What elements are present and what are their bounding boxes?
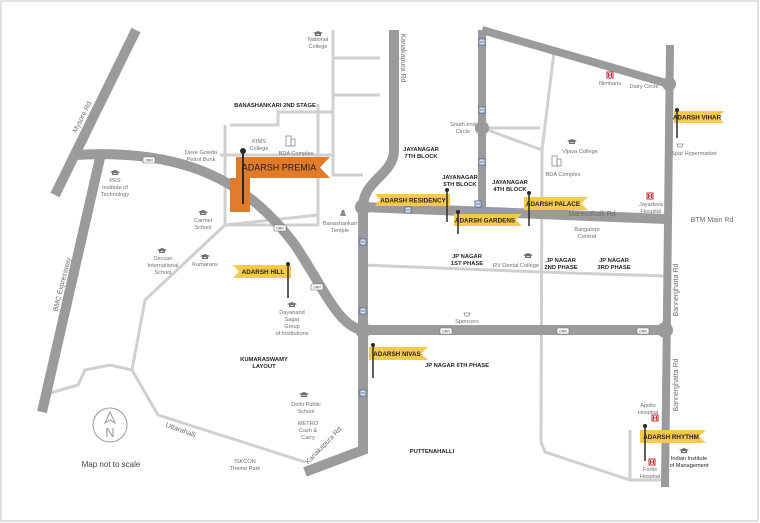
svg-text:BANASHANKARI 2ND STAGE: BANASHANKARI 2ND STAGE bbox=[234, 103, 316, 109]
landmark-icons bbox=[110, 31, 689, 466]
svg-text:BDA Complex: BDA Complex bbox=[546, 172, 581, 178]
svg-text:M: M bbox=[480, 108, 484, 113]
outer-ring-road bbox=[74, 149, 665, 335]
svg-text:JP NAGAR 6TH PHASE: JP NAGAR 6TH PHASE bbox=[425, 363, 489, 369]
svg-text:Dairy Circle: Dairy Circle bbox=[630, 84, 659, 90]
svg-text:M: M bbox=[480, 160, 484, 165]
road-label-bannerghatta: Bannerghatta Rd bbox=[673, 263, 680, 316]
svg-text:ADARSH GARDENS: ADARSH GARDENS bbox=[455, 218, 515, 225]
svg-text:RV Dental College: RV Dental College bbox=[493, 263, 539, 269]
road-label-kanakapura: Kanakapura Rd bbox=[399, 34, 406, 83]
bmc-expressway bbox=[37, 156, 105, 414]
bannerghatta-road bbox=[661, 44, 674, 488]
scale-note: Map not to scale bbox=[82, 460, 141, 469]
svg-text:M: M bbox=[480, 40, 484, 45]
svg-text:BDA Complex: BDA Complex bbox=[279, 151, 314, 157]
road-label-btm: BTM Main Rd bbox=[691, 217, 734, 224]
svg-text:ADARSH RHYTHM: ADARSH RHYTHM bbox=[643, 434, 699, 441]
svg-text:ORR: ORR bbox=[442, 329, 450, 333]
svg-text:M: M bbox=[361, 391, 365, 396]
svg-text:ADARSH VIHAR: ADARSH VIHAR bbox=[673, 115, 722, 122]
svg-text:Nimhans: Nimhans bbox=[599, 81, 621, 87]
svg-text:ORR: ORR bbox=[639, 329, 647, 333]
svg-text:ORR: ORR bbox=[313, 285, 321, 289]
svg-text:ADARSH NIVAS: ADARSH NIVAS bbox=[373, 351, 420, 358]
temple-icon bbox=[340, 210, 346, 216]
svg-text:Kumarans: Kumarans bbox=[192, 262, 218, 268]
svg-text:Vijaya College: Vijaya College bbox=[562, 149, 598, 155]
svg-text:ADARSH PALACE: ADARSH PALACE bbox=[526, 201, 580, 208]
flag-adarsh-premia[interactable]: ADARSH PREMIA bbox=[230, 148, 330, 212]
flag-adarsh-gardens[interactable]: ADARSH GARDENS bbox=[454, 210, 522, 234]
flag-adarsh-vihar[interactable]: ADARSH VIHAR bbox=[673, 108, 724, 138]
svg-text:Spar Hypermarket: Spar Hypermarket bbox=[671, 151, 717, 157]
svg-text:ORR: ORR bbox=[276, 226, 284, 230]
svg-text:ORR: ORR bbox=[145, 158, 153, 162]
mysore-road bbox=[50, 27, 141, 198]
svg-text:M: M bbox=[476, 202, 480, 207]
svg-text:ADARSH RESIDENCY: ADARSH RESIDENCY bbox=[380, 198, 446, 205]
svg-text:M: M bbox=[406, 208, 410, 213]
road-label-marenahalli: Marenahalli Rd bbox=[568, 211, 615, 218]
flag-adarsh-palace[interactable]: ADARSH PALACE bbox=[524, 191, 588, 226]
svg-text:M: M bbox=[361, 240, 365, 245]
hospital-icon bbox=[646, 192, 654, 200]
hospital-icon bbox=[648, 458, 656, 466]
flag-adarsh-rhythm[interactable]: ADARSH RHYTHM bbox=[640, 424, 706, 461]
svg-text:ADARSH HILL: ADARSH HILL bbox=[242, 269, 285, 276]
svg-text:M: M bbox=[361, 309, 365, 314]
svg-text:ORR: ORR bbox=[559, 329, 567, 333]
hospital-icon bbox=[606, 71, 614, 79]
junctions bbox=[355, 77, 676, 338]
orr-shields: ORR ORR ORR ORR ORR ORR bbox=[142, 156, 650, 335]
road-label-bannerghatta: Bannerghatta Rd bbox=[673, 358, 680, 411]
flag-adarsh-residency[interactable]: ADARSH RESIDENCY bbox=[375, 188, 450, 222]
minor-roads bbox=[49, 30, 666, 482]
project-flags: ADARSH PREMIA ADARSH RESIDENCY ADARSH GA… bbox=[230, 108, 724, 461]
svg-text:ADARSH PREMIA: ADARSH PREMIA bbox=[242, 163, 317, 173]
flag-adarsh-nivas[interactable]: ADARSH NIVAS bbox=[369, 343, 428, 378]
flag-adarsh-hill[interactable]: ADARSH HILL bbox=[233, 262, 291, 298]
major-roads bbox=[37, 26, 674, 488]
svg-text:Spencers: Spencers bbox=[455, 319, 479, 325]
svg-text:PUTTENAHALLI: PUTTENAHALLI bbox=[410, 449, 455, 455]
metro-station-icons: M M M M M M M M bbox=[359, 38, 486, 397]
north-arrow-icon: N bbox=[92, 407, 128, 443]
svg-text:N: N bbox=[105, 425, 114, 440]
marenahalli-road bbox=[362, 202, 667, 224]
